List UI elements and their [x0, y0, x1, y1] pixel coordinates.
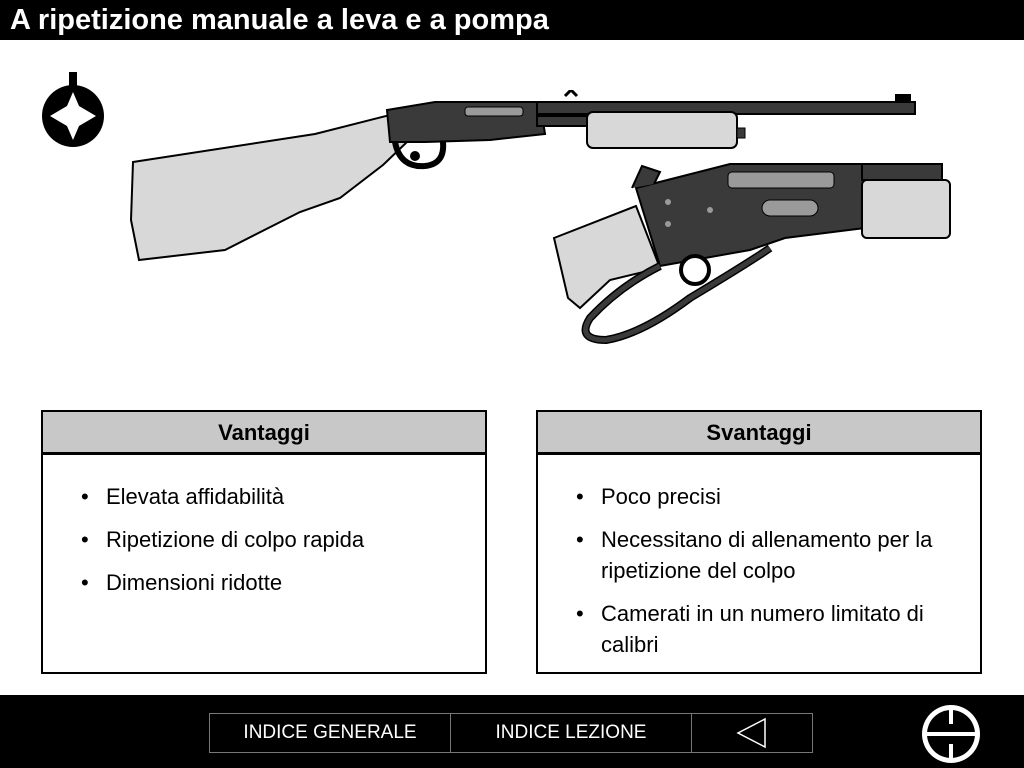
target-icon	[42, 72, 104, 147]
list-item: Poco precisi	[576, 481, 960, 512]
page-title: A ripetizione manuale a leva e a pompa	[10, 4, 549, 36]
title-bar: A ripetizione manuale a leva e a pompa	[0, 0, 1024, 40]
general-index-button[interactable]: INDICE GENERALE	[210, 714, 451, 752]
title-bar-extension	[650, 0, 1024, 40]
disadvantages-heading: Svantaggi	[538, 412, 980, 455]
list-item: Elevata affidabilità	[81, 481, 465, 512]
pump-action-rifle-illustration	[129, 90, 916, 262]
disadvantages-panel: Svantaggi Poco precisi Necessitano di al…	[536, 410, 982, 674]
list-item: Camerati in un numero limitato di calibr…	[576, 598, 960, 660]
back-button[interactable]	[692, 714, 812, 752]
disadvantages-list: Poco precisi Necessitano di allenamento …	[538, 455, 980, 660]
advantages-panel: Vantaggi Elevata affidabilità Ripetizion…	[41, 410, 487, 674]
lever-action-rifle-illustration	[552, 163, 951, 345]
list-item: Dimensioni ridotte	[81, 567, 465, 598]
list-item: Ripetizione di colpo rapida	[81, 524, 465, 555]
advantages-heading: Vantaggi	[43, 412, 485, 455]
back-arrow-icon	[736, 717, 766, 749]
lesson-index-button[interactable]: INDICE LEZIONE	[451, 714, 692, 752]
footer-nav: INDICE GENERALE INDICE LEZIONE	[209, 713, 813, 753]
advantages-list: Elevata affidabilità Ripetizione di colp…	[43, 455, 485, 598]
scope-crosshair-icon[interactable]	[920, 703, 982, 765]
list-item: Necessitano di allenamento per la ripeti…	[576, 524, 960, 586]
footer-bar: INDICE GENERALE INDICE LEZIONE	[0, 695, 1024, 768]
